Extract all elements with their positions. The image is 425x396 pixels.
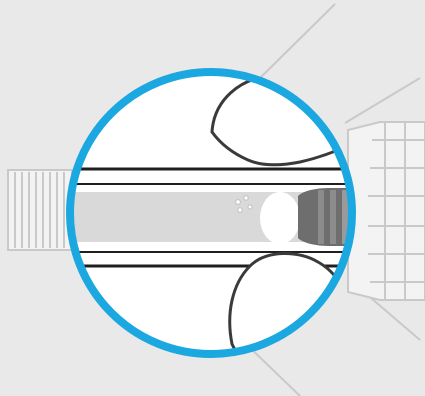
needle-hub-left xyxy=(7,169,73,251)
syringe-body-right xyxy=(347,121,425,301)
magnified-view xyxy=(70,72,352,354)
air-bubbles xyxy=(235,195,253,213)
magnifier-ring xyxy=(66,68,356,358)
plunger-stopper xyxy=(298,188,352,246)
